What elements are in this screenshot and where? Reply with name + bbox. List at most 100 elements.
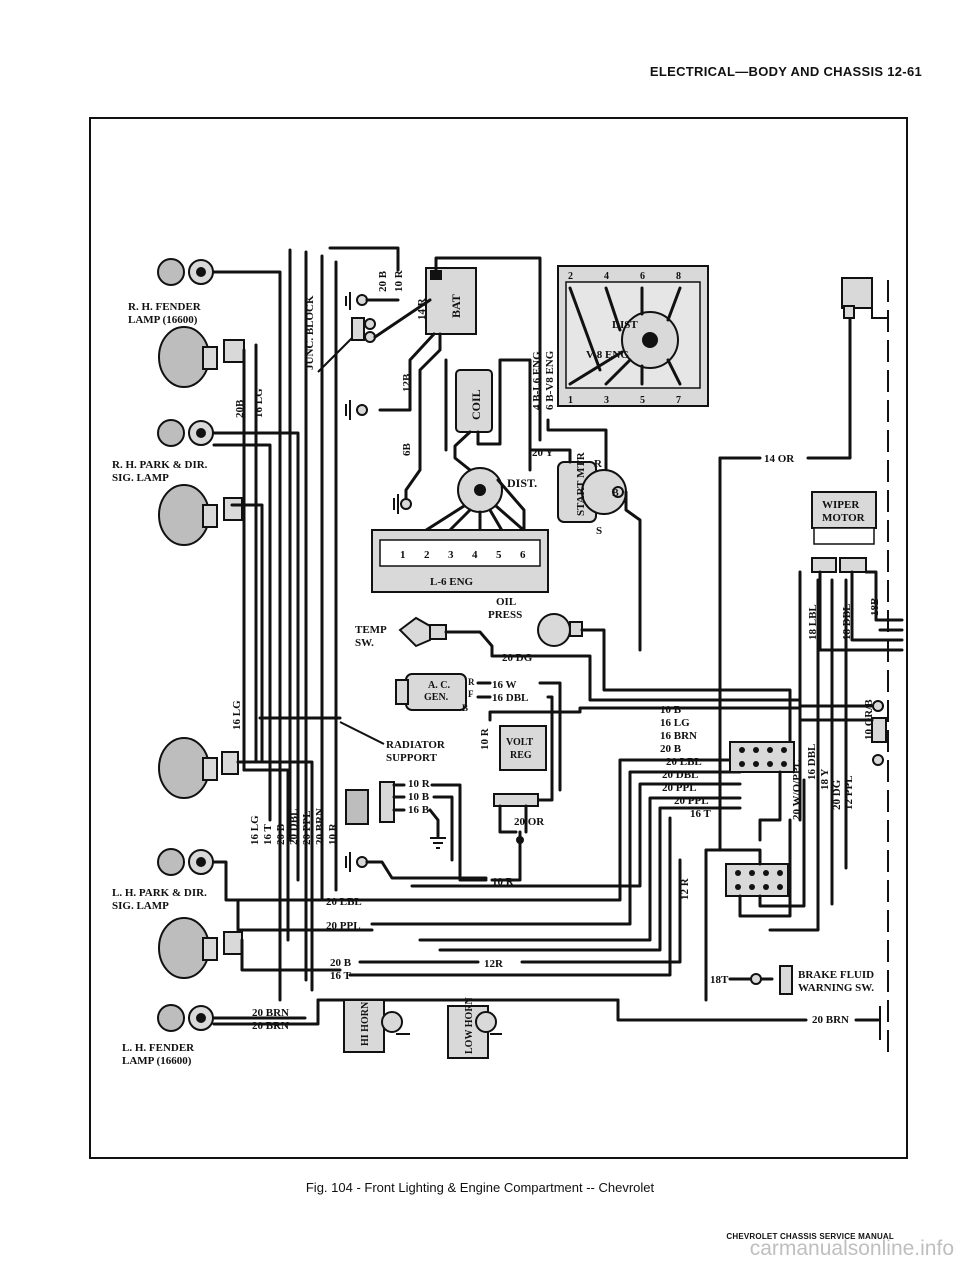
lh-park-lamp: [157, 848, 214, 876]
w-20brn-2: 20 BRN: [252, 1020, 289, 1032]
ww-label-0: 18 LBL: [807, 604, 819, 640]
ac-gen-label-2: GEN.: [424, 692, 449, 703]
l6-eng-label: L-6 ENG: [430, 576, 474, 588]
v8-pin-3: 3: [604, 395, 609, 406]
ground-top: [345, 292, 400, 310]
voltage-regulator: [499, 725, 547, 771]
vertical-bundle-labels: 16 LG 16 T 20 B 20 DBL 20 PPL 20 BRN 10 …: [249, 808, 339, 845]
v8-top-pins: 2 4 6 8: [568, 271, 681, 282]
v8-engine-block: [557, 265, 709, 407]
l6-pin-4: 4: [472, 549, 478, 561]
volt-reg-label-1: VOLT: [506, 737, 534, 748]
horn-relay-ground: [430, 837, 446, 849]
mb-label-6: 20 PPL: [662, 782, 697, 794]
mb-label-2: 16 BRN: [660, 730, 697, 742]
start-term-r: R: [594, 458, 603, 470]
l6-pin-6: 6: [520, 549, 526, 561]
w-14r: 14 R: [416, 297, 428, 320]
rv-label-0: 20 W/O/PPL: [791, 760, 803, 820]
horn-relay: [345, 781, 395, 825]
rv-label-4: 12 PPL: [843, 775, 855, 810]
hr-10b: 10 B: [408, 791, 430, 803]
wiper-connector: [811, 557, 867, 573]
brake-fluid-label-1: BRAKE FLUID: [798, 969, 874, 981]
mb-label-7: 20 PPL: [674, 795, 709, 807]
connector-20or: [493, 793, 539, 807]
wiper-motor-label-1: WIPER: [822, 499, 860, 511]
vb-label-2: 20 B: [275, 823, 287, 845]
vb-label-5: 20 BRN: [314, 808, 326, 845]
rv-label-1: 16 DBL: [806, 744, 818, 780]
w-20b-top: 20 B: [377, 270, 389, 292]
w-20or: 20 OR: [514, 816, 545, 828]
figure-caption: Fig. 104 - Front Lighting & Engine Compa…: [305, 1180, 655, 1195]
rh-head-lamp-lower: [158, 484, 243, 546]
w-14or: 14 OR: [764, 453, 795, 465]
lh-fender-lamp: [157, 1004, 214, 1032]
v8-pin-5: 5: [640, 395, 645, 406]
l6-pins: 1 2 3 4 5 6: [400, 549, 526, 561]
oil-press-label-2: PRESS: [488, 609, 522, 621]
gen-term-r: R: [468, 677, 475, 687]
lh-lg-label: 16 LG: [231, 700, 243, 730]
mb-label-1: 16 LG: [660, 717, 690, 729]
right-vertical-labels: 20 W/O/PPL 16 DBL 18 Y 20 DG 12 PPL: [791, 744, 855, 820]
w-20dg: 20 DG: [502, 652, 533, 664]
dist-label: DIST.: [507, 476, 537, 490]
radiator-support-label-1: RADIATOR: [386, 739, 446, 751]
oil-press-switch: [537, 613, 583, 647]
w-20lbl: 20 LBL: [326, 896, 362, 908]
w-4b-l6: 4 B-L6 ENG: [531, 351, 543, 410]
watermark: carmanualsonline.info: [749, 1237, 954, 1260]
rh-park-lamp: [157, 419, 214, 447]
temp-switch: [398, 616, 447, 648]
vb-label-1: 16 T: [262, 823, 274, 845]
w-12r-low: 12R: [484, 958, 504, 970]
w-16t-low: 16 T: [330, 970, 352, 982]
rv-label-2: 18 Y: [819, 769, 831, 790]
rh-20b-label: 20B: [234, 399, 246, 418]
start-term-s: S: [596, 525, 602, 537]
gen-term-f: F: [468, 689, 474, 699]
v8-pin-4: 4: [604, 271, 609, 282]
lh-park-label-1: L. H. PARK & DIR.: [112, 887, 207, 899]
v8-pin-8: 8: [676, 271, 681, 282]
w-20ppl: 20 PPL: [326, 920, 361, 932]
brake-fluid-label-2: WARNING SW.: [798, 982, 874, 994]
start-mtr-label: START MTR: [575, 451, 587, 516]
coil-label: COIL: [469, 389, 483, 420]
low-horn-label: LOW HORN: [464, 996, 475, 1054]
rh-fender-lamp-label-2: LAMP (16600): [128, 314, 198, 326]
manual-footer: CHEVROLET CHASSIS SERVICE MANUAL: [726, 1232, 894, 1241]
top-right-switch: [841, 277, 873, 319]
ac-generator: [395, 673, 467, 711]
mb-label-0: 10 B: [660, 704, 682, 716]
w-12b: 12B: [401, 373, 413, 392]
mb-label-3: 20 B: [660, 743, 682, 755]
volt-reg-label-2: REG: [510, 750, 532, 761]
right-connector-lower: [725, 863, 789, 897]
diagram-frame: [89, 117, 908, 1159]
vb-label-0: 16 LG: [249, 815, 261, 845]
rh-head-lamp-upper: [158, 326, 245, 388]
wiper-motor-label-2: MOTOR: [822, 512, 866, 524]
starter-motor: [557, 461, 627, 523]
hr-16b: 16 B: [408, 804, 430, 816]
temp-sw-label-2: SW.: [355, 637, 374, 649]
w-20brn-1: 20 BRN: [252, 1007, 289, 1019]
ground-12b: [345, 400, 368, 420]
w-6b-v8: 6 B-V8 ENG: [544, 350, 556, 410]
rh-fender-lamp-label-1: R. H. FENDER: [128, 301, 202, 313]
mid-bundle-labels: 10 B 16 LG 16 BRN 20 B 20 LBL 20 DBL 20 …: [660, 704, 712, 820]
w-6b: 6B: [401, 443, 413, 457]
v8-pin-2: 2: [568, 271, 573, 282]
battery-label: BAT: [449, 294, 463, 318]
mb-label-5: 20 DBL: [662, 769, 698, 781]
ground-6b: [393, 494, 412, 514]
oil-press-label-1: OIL: [496, 596, 516, 608]
rh-fender-lamp: [157, 258, 214, 286]
l6-engine-block: [371, 529, 549, 593]
wiper-motor: [811, 491, 877, 545]
